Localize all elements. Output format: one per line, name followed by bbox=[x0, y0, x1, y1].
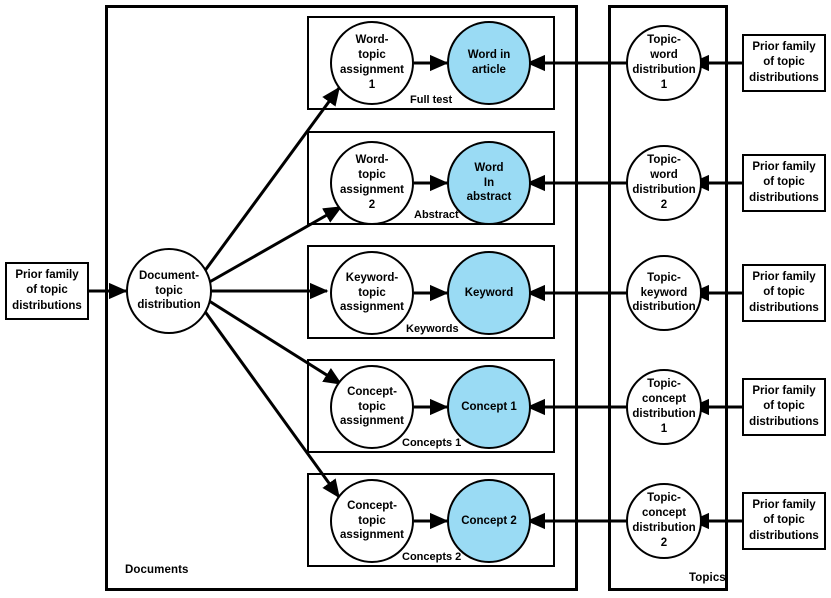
node-observed-concept-2[interactable]: Concept 2 bbox=[447, 479, 531, 563]
subplate-abstract-label: Abstract bbox=[414, 209, 459, 221]
subplate-concepts-2-label: Concepts 2 bbox=[402, 551, 462, 563]
plate-topics bbox=[608, 5, 728, 591]
plate-documents-label: Documents bbox=[125, 564, 189, 576]
plate-topics-label: Topics bbox=[689, 572, 726, 584]
node-observed-concept-1-text: Concept 1 bbox=[461, 400, 517, 413]
subplate-keywords-label: Keywords bbox=[406, 323, 459, 335]
plate-documents bbox=[105, 5, 578, 591]
subplate-full-text-label: Full test bbox=[410, 94, 453, 106]
node-observed-concept-1[interactable]: Concept 1 bbox=[447, 365, 531, 449]
node-observed-keyword-text: Keyword bbox=[464, 286, 514, 299]
subplate-concepts-1-label: Concepts 1 bbox=[402, 437, 462, 449]
node-observed-keyword[interactable]: Keyword bbox=[447, 251, 531, 335]
node-observed-concept-2-text: Concept 2 bbox=[461, 514, 517, 527]
